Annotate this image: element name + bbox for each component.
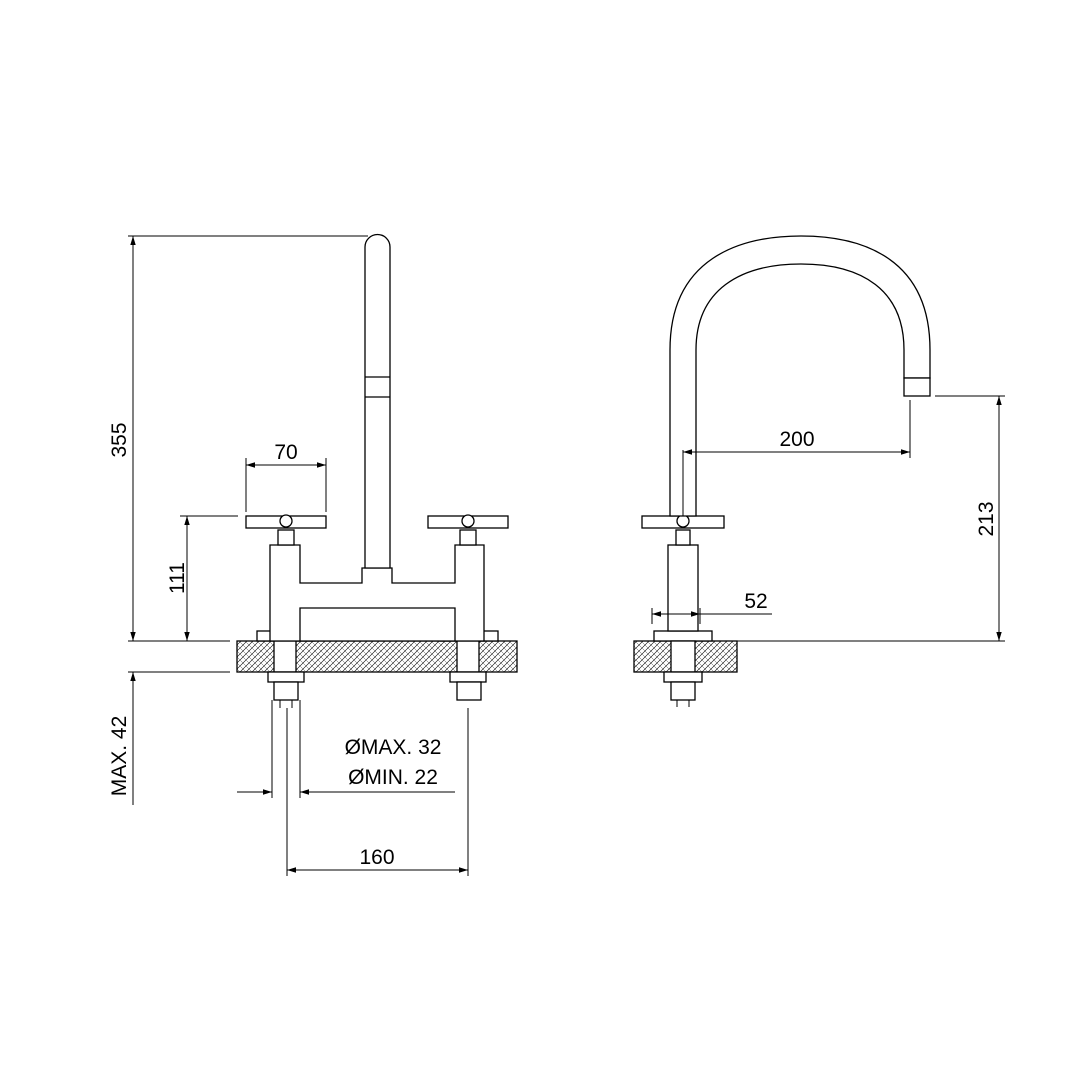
front-view <box>236 233 518 708</box>
front-left-nut-lower <box>273 681 299 701</box>
side-shank <box>670 640 696 673</box>
dim-overall-height: 355 <box>108 422 131 457</box>
front-right-nut-upper <box>449 671 487 683</box>
dim-spout-reach: 200 <box>779 428 814 451</box>
front-right-nut-lower <box>456 681 482 701</box>
dim-body-diameter: 52 <box>744 590 767 613</box>
front-right-shank <box>456 640 480 673</box>
dim-hole-diameter-max: ØMAX. 32 <box>345 736 442 759</box>
front-left-nut-upper <box>267 671 305 683</box>
side-valve-stem <box>675 529 691 546</box>
front-left-valve-stem <box>277 529 295 546</box>
dim-hole-diameter-min: ØMIN. 22 <box>348 766 438 789</box>
dimension-lines <box>128 235 1005 876</box>
side-nut-lower <box>670 681 696 701</box>
dim-handle-height: 111 <box>166 562 189 594</box>
dim-handle-width: 70 <box>274 441 297 464</box>
dim-max-deck-thickness: MAX. 42 <box>108 716 131 797</box>
front-spout <box>364 233 391 569</box>
side-base-plate <box>653 630 713 642</box>
front-bridge-body <box>269 544 485 642</box>
side-nut-upper <box>663 671 703 683</box>
front-left-shank <box>273 640 297 673</box>
dim-spout-height: 213 <box>975 501 998 536</box>
front-right-valve-stem <box>459 529 477 546</box>
side-spout-aerator <box>903 377 931 397</box>
side-gooseneck-spout <box>669 235 931 517</box>
dim-center-spacing: 160 <box>359 846 394 869</box>
side-view <box>633 235 931 707</box>
side-valve-body <box>667 544 699 632</box>
dimension-labels: 355 70 111 MAX. 42 ØMAX. 32 ØMIN. 22 160… <box>108 422 998 869</box>
